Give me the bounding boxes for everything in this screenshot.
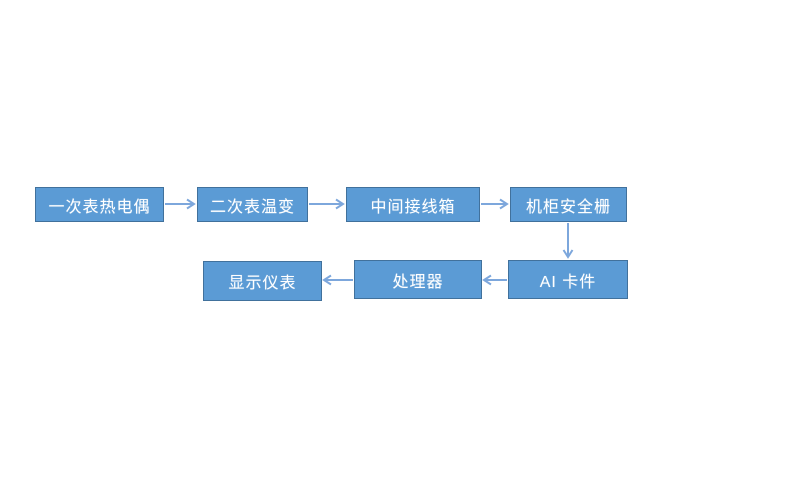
flow-arrow-junction-box-to-safety-barrier [481,198,509,210]
flow-node-primary-thermocouple: 一次表热电偶 [35,187,164,222]
flow-node-processor: 处理器 [354,260,482,299]
flow-arrow-primary-thermocouple-to-secondary-transmitter [165,198,196,210]
arrow-head-right-icon [186,198,196,210]
flow-node-safety-barrier: 机柜安全栅 [510,187,627,222]
arrow-head-right-icon [499,198,509,210]
arrow-head-down-icon [562,249,574,259]
arrow-head-left-icon [482,274,492,286]
flow-arrow-safety-barrier-to-ai-card [562,223,574,259]
arrow-head-right-icon [335,198,345,210]
flow-arrow-secondary-transmitter-to-junction-box [309,198,345,210]
arrow-head-left-icon [322,274,332,286]
flow-node-junction-box: 中间接线箱 [346,187,480,222]
flow-node-display-instrument: 显示仪表 [203,261,322,301]
flow-node-ai-card: AI 卡件 [508,260,628,299]
flow-arrow-processor-to-display-instrument [322,274,353,286]
flow-node-secondary-transmitter: 二次表温变 [197,187,308,222]
flow-arrow-ai-card-to-processor [482,274,507,286]
